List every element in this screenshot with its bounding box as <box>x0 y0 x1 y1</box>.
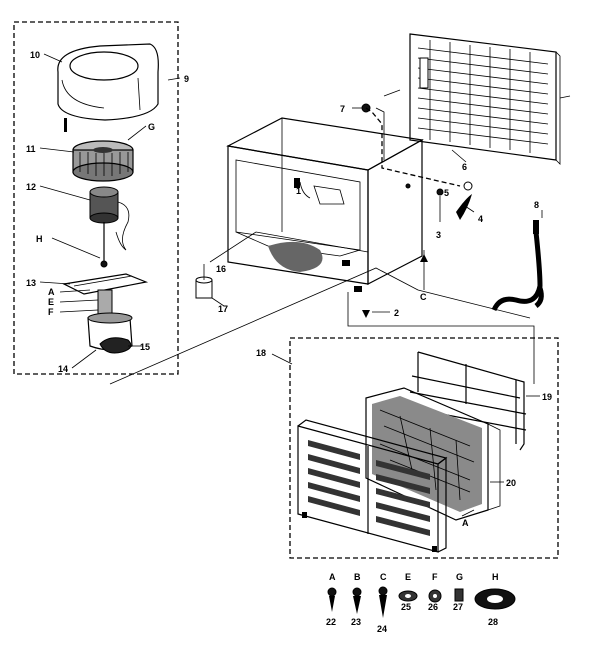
hardware-item-G: G 27 <box>453 572 464 612</box>
callout-F: F <box>48 307 54 317</box>
hardware-number-25: 25 <box>401 602 411 612</box>
callout-11: 11 <box>26 144 36 154</box>
callout-16: 16 <box>216 264 226 274</box>
drain-hose <box>491 220 544 312</box>
callout-1: 1 <box>296 186 301 196</box>
cabinet <box>226 117 424 292</box>
hardware-row: A 22 B 23 C 24 E 25 F <box>326 572 516 634</box>
hardware-number-24: 24 <box>377 624 387 634</box>
slinger-impeller <box>99 337 132 354</box>
cabinet-leader-lines <box>109 89 571 385</box>
hardware-number-26: 26 <box>428 602 438 612</box>
hardware-letter-H: H <box>492 572 499 582</box>
callout-H: H <box>36 234 43 244</box>
hardware-letter-A: A <box>329 572 336 582</box>
grille-louvers <box>308 440 430 536</box>
front-assembly-box <box>289 337 559 559</box>
hardware-item-A: A 22 <box>326 572 337 627</box>
left-leader-lines <box>39 53 181 369</box>
hardware-item-F: F 26 <box>428 572 442 612</box>
callout-15: 15 <box>140 342 150 352</box>
hardware-number-23: 23 <box>351 617 361 627</box>
hardware-number-22: 22 <box>326 617 336 627</box>
callout-A: A <box>48 287 55 297</box>
blower-assembly-box <box>13 21 179 375</box>
callout-A-filter: A <box>462 518 469 528</box>
hardware-number-28: 28 <box>488 617 498 627</box>
hardware-item-E: E 25 <box>398 572 418 612</box>
callout-8: 8 <box>534 200 539 210</box>
callout-14: 14 <box>58 364 68 374</box>
callout-7: 7 <box>340 104 345 114</box>
front-grille-panel <box>297 419 448 553</box>
hardware-letter-E: E <box>405 572 411 582</box>
hardware-item-H: H 28 <box>474 572 516 627</box>
hardware-letter-C: C <box>380 572 387 582</box>
callout-12: 12 <box>26 182 36 192</box>
callout-17: 17 <box>218 304 228 314</box>
wire-frame <box>409 351 527 451</box>
motor-mount-bracket <box>62 260 149 295</box>
callout-9: 9 <box>184 74 189 84</box>
callout-20: 20 <box>506 478 516 488</box>
callout-2: 2 <box>394 308 399 318</box>
hardware-letter-F: F <box>432 572 438 582</box>
callout-10: 10 <box>30 50 40 60</box>
blower-wheel <box>72 140 134 182</box>
hardware-letter-G: G <box>456 572 463 582</box>
callout-19: 19 <box>542 392 552 402</box>
hardware-item-C: C 24 <box>377 572 388 634</box>
callout-4: 4 <box>478 214 483 224</box>
callout-G: G <box>148 122 155 132</box>
callout-E: E <box>48 297 54 307</box>
hardware-letter-B: B <box>354 572 361 582</box>
blower-housing <box>57 43 159 132</box>
callout-18: 18 <box>256 348 266 358</box>
motor-base <box>87 289 133 351</box>
fan-motor <box>89 186 130 262</box>
callout-13: 13 <box>26 278 36 288</box>
callout-5: 5 <box>444 188 449 198</box>
hardware-item-B: B 23 <box>351 572 362 627</box>
callout-6: 6 <box>462 162 467 172</box>
rear-grille <box>409 33 561 165</box>
callout-3: 3 <box>436 230 441 240</box>
hardware-number-27: 27 <box>453 602 463 612</box>
callout-C: C <box>420 292 427 302</box>
